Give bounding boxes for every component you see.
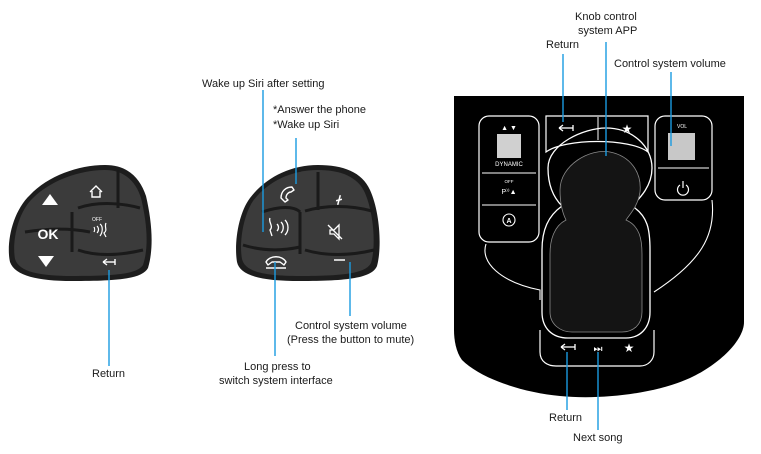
next-song-icon[interactable]: ⏭ [594,344,603,355]
return-icon-bottom[interactable] [560,343,576,351]
back-icon[interactable] [102,258,116,266]
down-arrow-icon[interactable] [38,256,54,267]
voice-off-label: OFF [92,217,102,223]
middle-pad-divider [261,206,302,214]
console-base-ring [484,243,541,300]
voice-icon [93,222,107,238]
label-long-press-line1: Long press to [244,361,311,373]
middle-control-pad [236,165,380,281]
left-button-column [478,115,540,243]
volume-knob[interactable] [668,133,695,160]
mute-icon[interactable] [327,223,343,241]
end-call-icon[interactable] [265,256,287,266]
label-long-press-line2: switch system interface [219,375,333,387]
middle-pad-divider [242,243,301,252]
console-base-ring [653,199,714,293]
label-return-top: Return [546,39,580,51]
middle-pad-face [241,170,374,276]
label-control-volume-line2: (Press the button to mute) [287,334,415,346]
label-next-song: Next song [573,432,623,444]
svg-text:A: A [506,218,511,225]
label-wake-siri: *Wake up Siri [273,119,340,131]
label-knob-line1: Knob control [575,11,637,23]
touchpad-knob[interactable] [541,127,653,339]
voice-control-button[interactable]: OFF [92,217,107,238]
power-icon[interactable] [676,181,690,196]
label-wake-siri-after-setting: Wake up Siri after setting [202,78,325,90]
ok-button[interactable]: OK [38,226,59,242]
plus-icon[interactable] [335,194,343,206]
touchpad-surface [549,151,643,333]
siri-voice-icon[interactable] [268,217,289,237]
middle-pad-divider [304,205,373,213]
answer-phone-icon[interactable] [280,186,295,203]
left-pad-divider [77,248,144,256]
up-arrow-icon[interactable] [42,194,58,205]
favorite-star-icon-bottom[interactable]: ★ [624,341,635,355]
label-knob-line2: system APP [578,25,638,37]
label-return-left: Return [92,368,126,380]
home-icon[interactable] [89,185,103,198]
label-control-volume-right: Control system volume [614,58,726,70]
touchpad-console: ▲ ▼ DYNAMIC OFF P⁾⁾▲ A VOL ★ [454,96,744,398]
auto-start-icon[interactable]: A [502,213,516,227]
park-assist-icon[interactable]: P⁾⁾▲ [501,188,516,196]
left-pad-divider [24,227,91,234]
left-pad-divider [77,202,141,210]
vol-label: VOL [677,124,687,130]
dynamic-switch[interactable] [497,134,521,158]
park-off-label: OFF [505,179,514,184]
left-pad-face [14,170,147,276]
label-control-volume-line1: Control system volume [295,320,407,332]
return-icon-top[interactable] [558,124,574,132]
label-answer-phone: *Answer the phone [273,104,366,116]
label-return-bottom: Return [549,412,583,424]
left-control-pad: OK OFF [8,165,152,281]
up-down-arrows: ▲ ▼ [501,125,517,132]
right-button-column [654,115,713,201]
dynamic-label: DYNAMIC [495,162,523,168]
middle-pad-divider [304,248,375,256]
favorite-star-icon-top[interactable]: ★ [622,122,633,136]
